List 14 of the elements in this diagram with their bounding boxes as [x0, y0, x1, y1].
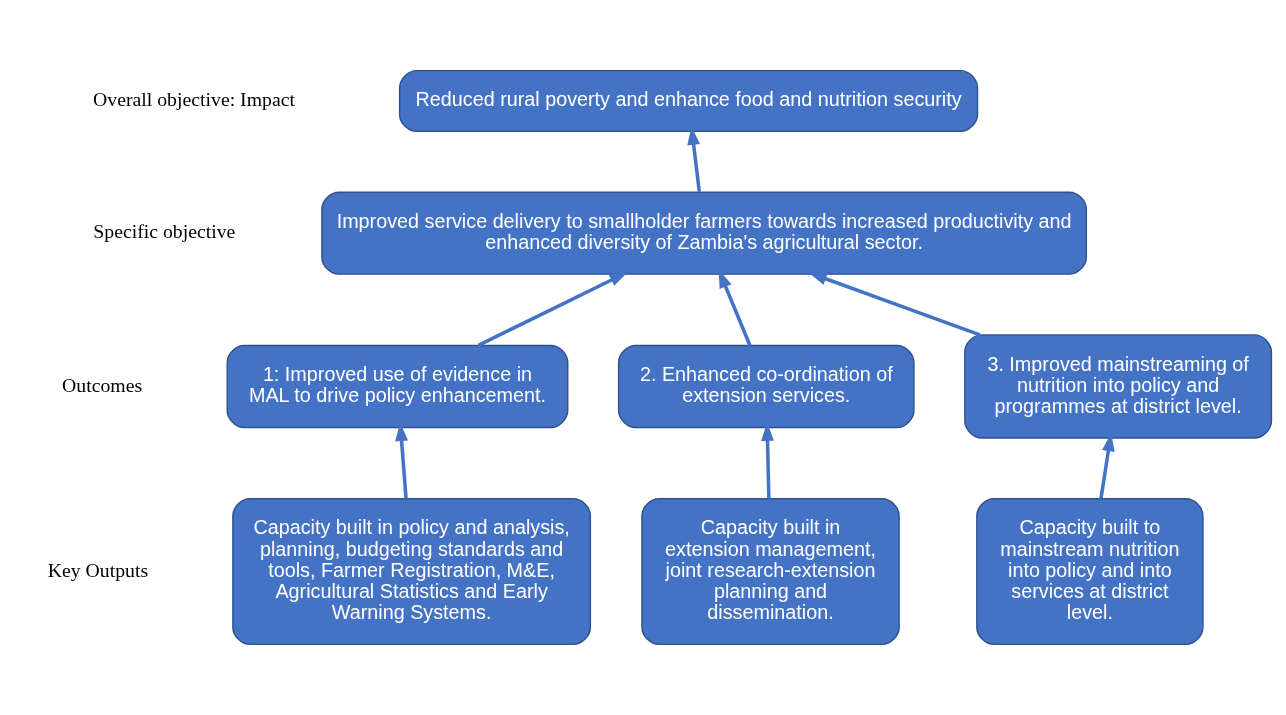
node-box: 2. Enhanced co-ordination of extension services.	[617, 344, 915, 429]
node-box: 1: Improved use of evidence in MAL to drive policy enhancement.	[226, 344, 569, 429]
node-box: Capacity built in extension management, joint research-extension planning and dissemination.	[641, 498, 900, 646]
label: Specific objective	[93, 220, 236, 243]
node-box: Capacity built to mainstream nutrition into policy and into services at district level.	[976, 498, 1204, 646]
arrow	[808, 272, 981, 337]
node-box: Capacity built in policy and analysis, planning, budgeting standards and tools, Farmer Registration, M&E, Agricultural Statistics and Early Warning Systems.	[232, 498, 592, 646]
label: Outcomes	[62, 373, 143, 396]
node-box: Reduced rural poverty and enhance food and nutrition security	[398, 69, 979, 133]
node-box: 3. Improved mainstreaming of nutrition into policy and programmes at district level.	[964, 334, 1273, 439]
label: Key Outputs	[47, 558, 149, 581]
node-box: Improved service delivery to smallholder farmers towards increased productivity and enhanced diversity of Zambia's agricultural sector.	[321, 191, 1088, 275]
label: Overall objective: Impact	[93, 88, 295, 111]
arrow	[477, 271, 628, 347]
